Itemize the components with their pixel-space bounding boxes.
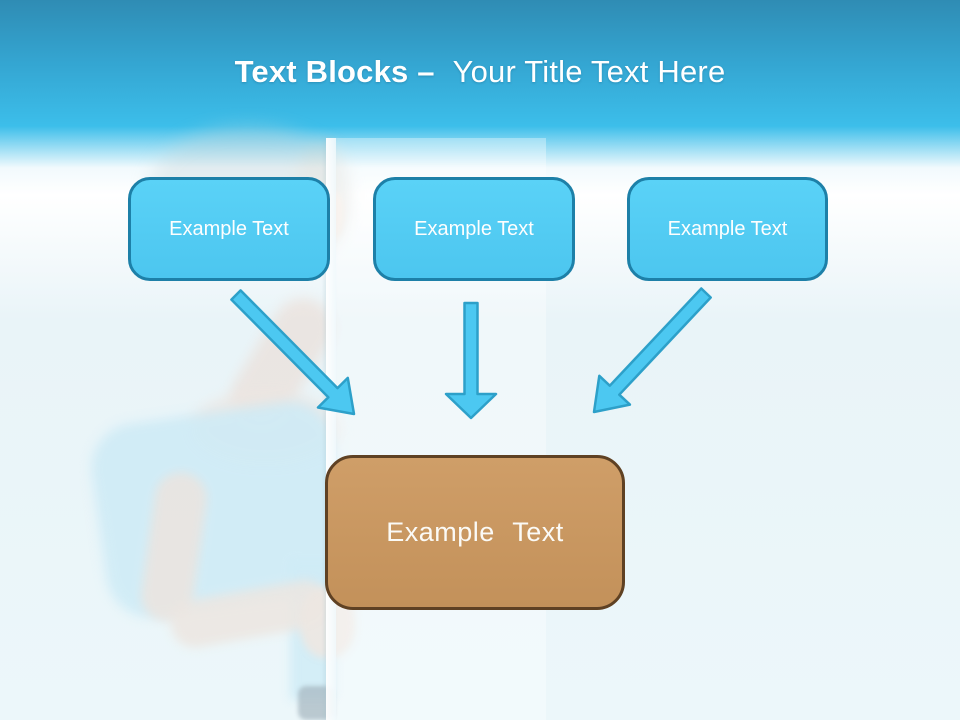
text-block-2-label: Example Text (414, 217, 534, 240)
slide-title[interactable]: Text Blocks – Your Title Text Here (0, 54, 960, 90)
arrow-down-icon[interactable] (444, 301, 498, 420)
text-block-1-label: Example Text (169, 217, 289, 240)
result-block-label: Example Text (386, 517, 564, 547)
slide-title-bold: Text Blocks – (234, 54, 435, 89)
arrow-down-left-icon[interactable] (592, 287, 712, 414)
arrow-down-right-icon[interactable] (230, 289, 356, 416)
slide-title-regular: Your Title Text Here (452, 54, 726, 89)
result-block[interactable]: Example Text (325, 455, 625, 610)
text-block-2[interactable]: Example Text (373, 177, 575, 281)
text-block-3-label: Example Text (667, 217, 788, 240)
text-block-1[interactable]: Example Text (128, 177, 330, 281)
text-block-3[interactable]: Example Text (627, 177, 828, 281)
